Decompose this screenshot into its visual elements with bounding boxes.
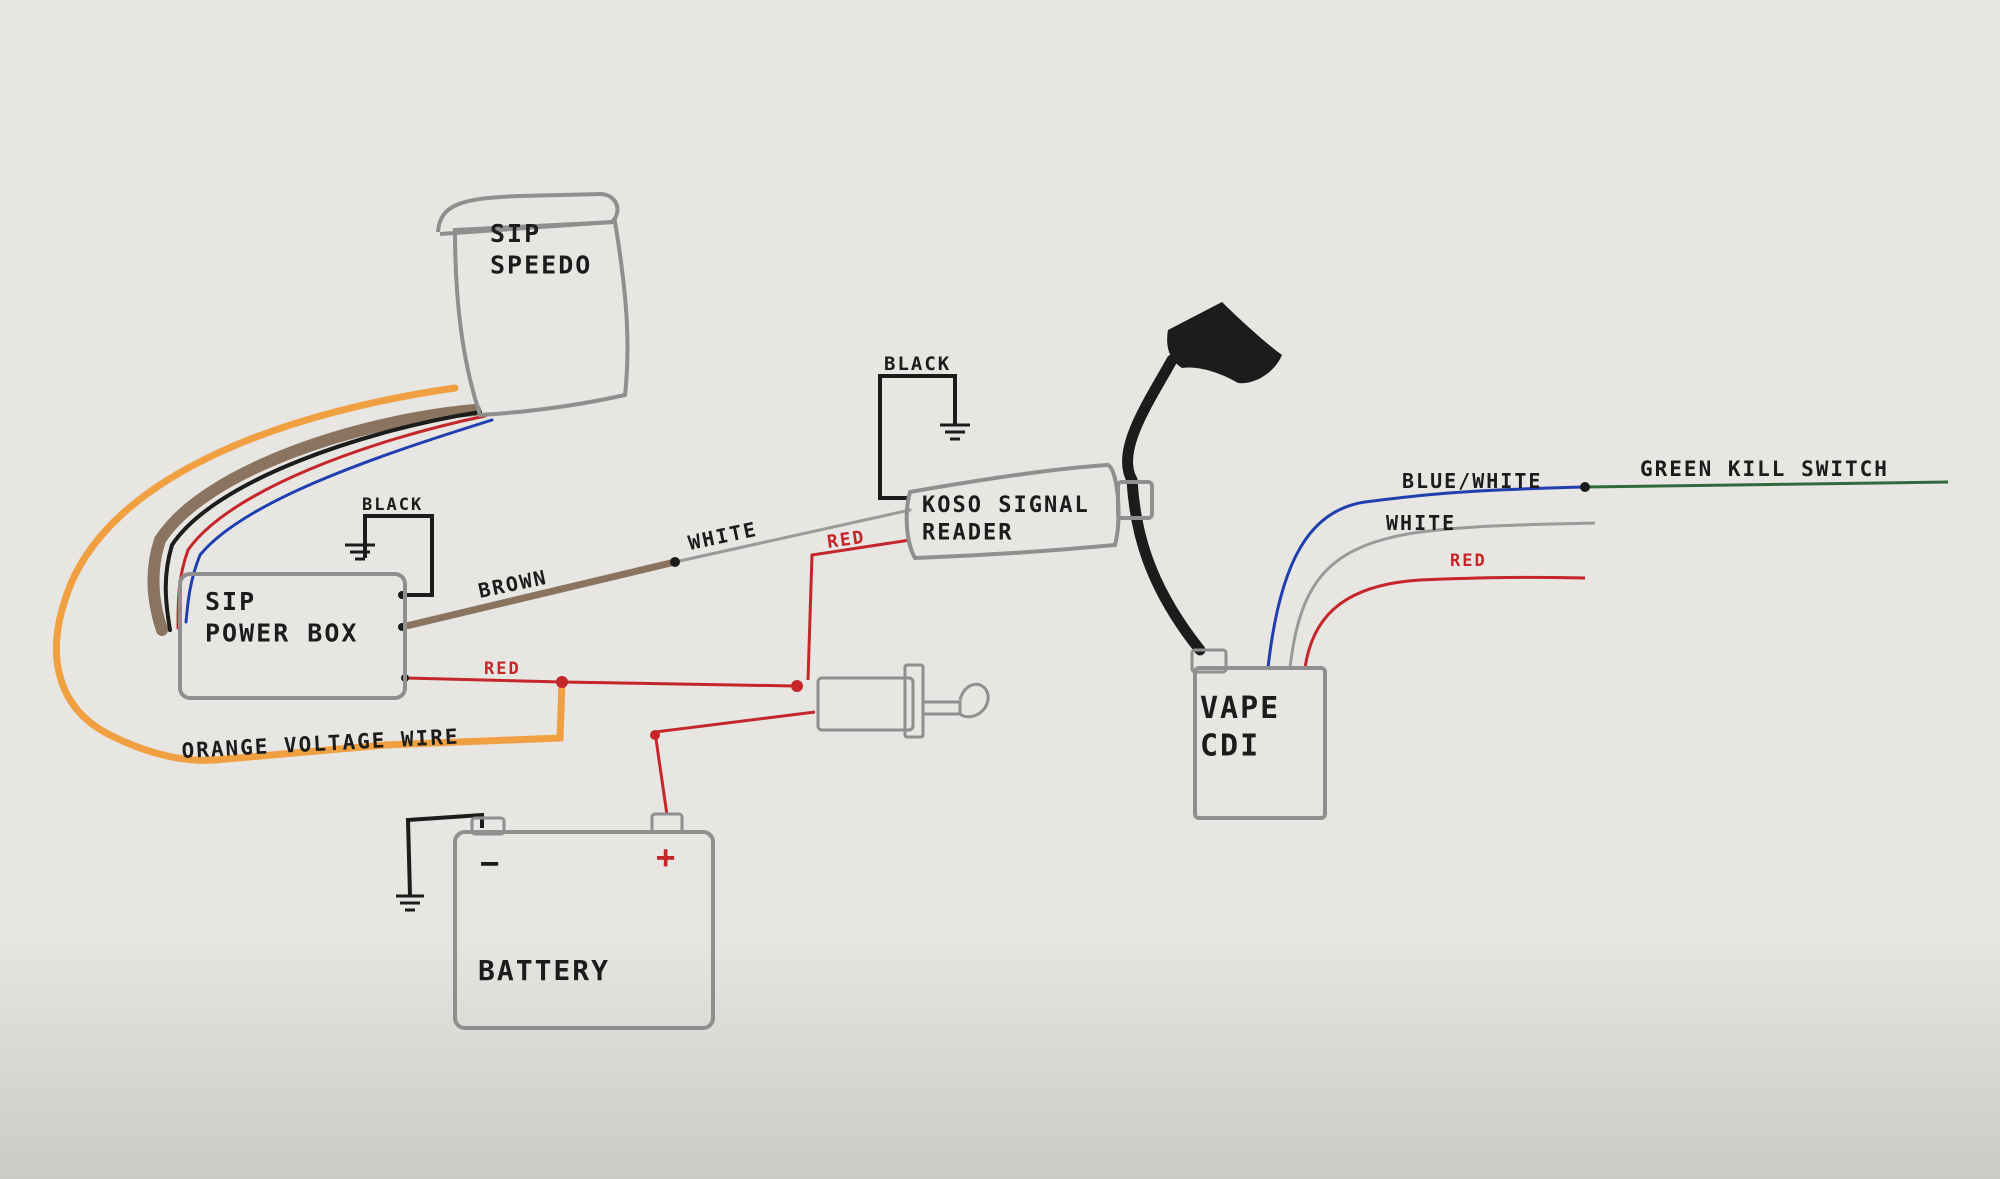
label-red-powerbox: RED	[484, 659, 521, 679]
blue-white-wire	[1266, 485, 1586, 669]
ground-symbol	[345, 543, 375, 561]
koso-body	[904, 462, 1121, 561]
speedo-harness-blue	[184, 418, 494, 624]
battery-label: BATTERY	[478, 954, 610, 987]
junction-dot	[791, 680, 803, 692]
junction-dot	[650, 730, 660, 740]
label-green-kill-switch: GREEN KILL SWITCH	[1640, 457, 1889, 481]
paper-shadow	[0, 930, 2000, 1179]
battery-negative-terminal	[470, 816, 506, 836]
battery-plus-sign: +	[656, 838, 677, 876]
label-black-powerbox: BLACK	[362, 495, 423, 515]
battery-minus-sign: −	[480, 844, 501, 882]
black-wire-powerbox	[363, 514, 434, 597]
key-icon	[923, 682, 990, 719]
label-red-cdi: RED	[1450, 551, 1487, 571]
brown-wire	[398, 558, 679, 631]
junction-dot	[556, 676, 568, 688]
cdi-body	[1193, 666, 1327, 820]
green-kill-switch-wire	[1584, 480, 1949, 489]
ground-symbol	[940, 423, 970, 441]
label-white-cdi: WHITE	[1386, 511, 1456, 535]
white-wire-koso	[673, 508, 912, 564]
speedo-bezel	[436, 191, 620, 236]
pickup-connector	[1167, 302, 1282, 384]
battery-body	[453, 830, 715, 1030]
power-box-body	[178, 572, 407, 700]
battery: − + BATTERY	[453, 812, 715, 1030]
black-wire-koso	[878, 374, 957, 500]
ground-symbol	[396, 894, 424, 912]
red-wire-koso	[806, 538, 911, 681]
speedo-body	[452, 219, 630, 418]
cdi-connector	[1190, 648, 1228, 674]
speedo-harness-brown	[147, 404, 481, 636]
junction-dot	[670, 557, 680, 567]
battery-positive-terminal	[650, 812, 684, 834]
white-wire-cdi	[1288, 521, 1596, 669]
speedo-harness-black	[163, 410, 482, 632]
label-blue-white: BLUE/WHITE	[1402, 469, 1542, 493]
battery-negative-wire	[405, 812, 484, 896]
junction-dot	[1580, 482, 1590, 492]
koso-connector	[1116, 480, 1154, 520]
orange-voltage-wire	[52, 384, 566, 764]
label-black-koso: BLACK	[884, 353, 951, 375]
red-wire-cdi	[1303, 575, 1586, 669]
ignition-switch	[816, 663, 990, 739]
ignition-switch-body	[816, 676, 915, 732]
